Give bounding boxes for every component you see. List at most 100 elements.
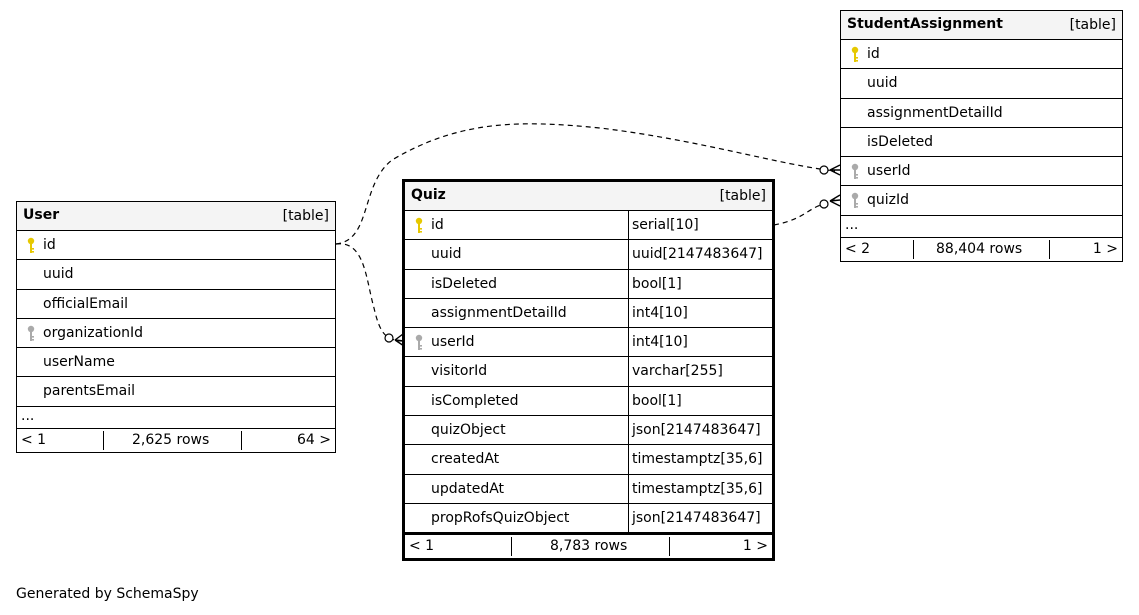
column-row[interactable]: userName <box>17 348 335 378</box>
column-row[interactable]: id <box>17 231 335 261</box>
column-row[interactable]: organizationId <box>17 319 335 349</box>
column-name: userId <box>867 163 911 180</box>
table-footer: < 1 2,625 rows 64 > <box>17 429 335 452</box>
column-type: json[2147483647] <box>632 509 761 526</box>
row-count: 88,404 rows <box>936 240 1023 257</box>
generated-by-label: Generated by SchemaSpy <box>16 586 199 602</box>
children-count[interactable]: 64 > <box>297 431 331 448</box>
foreign-key-icon <box>26 325 36 343</box>
table-type: [table] <box>719 188 766 204</box>
column-name: parentsEmail <box>43 383 136 400</box>
column-name: id <box>867 46 880 62</box>
column-name: quizObject <box>431 422 506 439</box>
row-count: 2,625 rows <box>132 431 210 448</box>
column-row[interactable]: quizObject json[2147483647] <box>405 416 772 446</box>
parents-count[interactable]: < 2 <box>845 240 871 257</box>
column-row[interactable]: propRofsQuizObject json[2147483647] <box>405 503 772 534</box>
more-columns: ... <box>841 216 1122 238</box>
column-name: isCompleted <box>431 392 519 409</box>
foreign-key-icon <box>850 192 860 210</box>
column-type: json[2147483647] <box>632 422 761 439</box>
column-name: propRofsQuizObject <box>431 509 570 526</box>
row-count: 8,783 rows <box>550 538 628 555</box>
column-row[interactable]: assignmentDetailId <box>841 99 1122 128</box>
column-row[interactable]: assignmentDetailId int4[10] <box>405 298 772 329</box>
column-list: id serial[10] uuid uuid[2147483647] isDelete… <box>405 211 772 534</box>
parents-count[interactable]: < 1 <box>409 538 435 555</box>
column-row[interactable]: userId <box>841 157 1122 187</box>
column-name: uuid <box>867 75 898 92</box>
column-name: uuid <box>431 246 462 263</box>
column-name: isDeleted <box>431 275 498 292</box>
table-quiz[interactable]: Quiz [table] id serial[10] uuid uuid[214748… <box>402 179 775 562</box>
edge-user-quiz <box>335 243 403 342</box>
column-name: userId <box>431 334 475 351</box>
table-user[interactable]: User [table] id uuid officialEmail organiza… <box>16 201 336 453</box>
column-row[interactable]: id <box>841 40 1122 70</box>
column-row[interactable]: uuid <box>17 260 335 290</box>
edge-quiz-studentassignment <box>773 199 836 226</box>
column-row[interactable]: uuid <box>841 69 1122 99</box>
column-list: id uuid assignmentDetailId isDeleted userId q… <box>841 40 1122 216</box>
column-row[interactable]: updatedAt timestamptz[35,6] <box>405 474 772 504</box>
column-row[interactable]: quizId <box>841 186 1122 216</box>
column-type: uuid[2147483647] <box>632 246 763 263</box>
table-name: Quiz <box>411 187 446 203</box>
table-footer: < 2 88,404 rows 1 > <box>841 238 1122 261</box>
column-name: id <box>431 217 444 233</box>
column-name: createdAt <box>431 451 500 468</box>
column-type: int4[10] <box>632 304 688 321</box>
column-row[interactable]: isCompleted bool[1] <box>405 386 772 417</box>
column-row[interactable]: isDeleted <box>841 128 1122 158</box>
column-list: id uuid officialEmail organizationId userNam… <box>17 231 335 407</box>
table-type: [table] <box>282 208 329 224</box>
column-row[interactable]: isDeleted bool[1] <box>405 269 772 299</box>
column-name: userName <box>43 354 115 371</box>
column-type: timestamptz[35,6] <box>632 480 763 497</box>
column-name: quizId <box>867 192 910 209</box>
primary-key-icon <box>414 217 424 235</box>
parents-count[interactable]: < 1 <box>21 431 47 448</box>
column-row[interactable]: id serial[10] <box>405 211 772 241</box>
edge-crowfoot-circle <box>819 199 829 209</box>
table-name: StudentAssignment <box>847 16 1003 32</box>
column-name: assignmentDetailId <box>867 104 1003 121</box>
column-row[interactable]: userId int4[10] <box>405 328 772 358</box>
column-name: isDeleted <box>867 133 934 150</box>
column-name: updatedAt <box>431 480 505 497</box>
table-header: StudentAssignment [table] <box>841 11 1122 40</box>
edge-user-studentassignment <box>335 123 836 245</box>
column-name: id <box>43 237 56 253</box>
edge-crowfoot-circle <box>819 165 829 175</box>
column-name: visitorId <box>431 363 488 380</box>
column-row[interactable]: createdAt timestamptz[35,6] <box>405 445 772 475</box>
foreign-key-icon <box>850 163 860 181</box>
table-footer: < 1 8,783 rows 1 > <box>405 533 772 558</box>
column-row[interactable]: visitorId varchar[255] <box>405 357 772 387</box>
column-name: officialEmail <box>43 295 128 312</box>
edge-crowfoot-circle <box>384 333 394 343</box>
children-count[interactable]: 1 > <box>742 538 768 555</box>
more-columns: ... <box>17 407 335 429</box>
column-type: bool[1] <box>632 392 682 409</box>
primary-key-icon <box>26 237 36 255</box>
column-name: assignmentDetailId <box>431 304 567 321</box>
column-name: organizationId <box>43 324 144 341</box>
column-row[interactable]: officialEmail <box>17 290 335 319</box>
table-name: User <box>23 207 60 223</box>
column-type: bool[1] <box>632 275 682 292</box>
children-count[interactable]: 1 > <box>1092 240 1118 257</box>
column-row[interactable]: uuid uuid[2147483647] <box>405 240 772 270</box>
table-type: [table] <box>1069 17 1116 33</box>
column-name: uuid <box>43 266 74 283</box>
foreign-key-icon <box>414 334 424 352</box>
primary-key-icon <box>850 46 860 64</box>
column-type: timestamptz[35,6] <box>632 451 763 468</box>
column-type: varchar[255] <box>632 363 723 380</box>
table-studentassignment[interactable]: StudentAssignment [table] id uuid assignme… <box>840 10 1123 262</box>
column-row[interactable]: parentsEmail <box>17 377 335 407</box>
table-header: User [table] <box>17 202 335 231</box>
column-type: serial[10] <box>632 217 699 233</box>
column-type: int4[10] <box>632 334 688 351</box>
